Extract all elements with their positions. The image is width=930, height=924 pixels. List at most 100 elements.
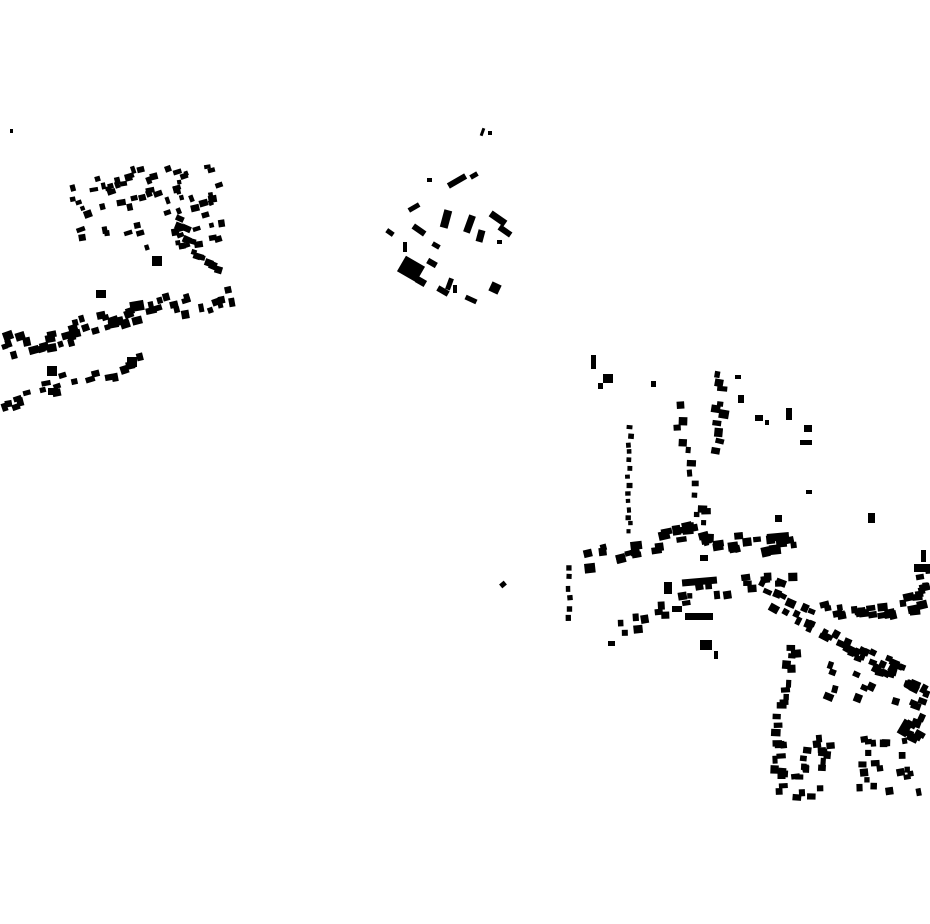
building [898,751,906,759]
building [96,290,106,298]
building [716,385,728,392]
building [823,750,832,760]
building [38,341,50,352]
building [385,228,395,237]
building [910,701,922,711]
building [149,172,159,181]
building [693,511,700,518]
building [632,613,640,622]
building [626,482,633,489]
building [214,181,224,189]
building [488,210,508,227]
building [784,597,797,609]
building [598,383,603,389]
building [172,185,181,194]
building [818,632,831,643]
buildings-layer [0,127,930,801]
building [396,255,426,283]
building [624,474,630,479]
building [747,584,757,593]
building [80,323,91,333]
building [868,513,875,523]
building [817,764,826,772]
building [914,728,926,739]
building [800,440,812,445]
building [626,424,633,430]
building [11,402,21,412]
building [922,582,929,588]
building [591,355,596,369]
building [915,573,925,581]
building [135,352,144,362]
building [10,129,13,133]
building [152,303,163,313]
building [152,189,164,198]
building [685,446,691,454]
building [78,233,87,242]
building [625,491,631,496]
building [686,459,697,467]
building [830,629,841,640]
building [497,240,502,244]
building [617,619,624,627]
building [865,604,876,612]
building [755,415,763,421]
building [126,203,134,212]
building [870,759,880,767]
building [651,381,656,387]
building [681,576,718,587]
building [697,530,710,541]
building [626,457,632,463]
building [806,490,812,494]
building [426,257,438,269]
building [826,633,834,642]
building [41,379,52,387]
building [678,438,688,447]
building [896,662,904,671]
building [28,344,40,356]
building [701,507,711,515]
building [121,318,130,325]
building [686,523,699,533]
building [565,585,571,592]
building [407,202,421,213]
building [71,318,79,327]
building [858,761,867,768]
building [775,515,782,522]
building [44,333,56,344]
building [621,629,628,636]
building [176,231,185,239]
building [914,564,930,572]
building [70,378,79,386]
building [52,382,62,390]
building [790,773,801,780]
building [625,498,631,504]
building [9,350,18,360]
building [790,541,797,549]
building [127,357,137,367]
building [603,374,613,383]
building [633,624,644,634]
building [628,520,633,526]
building [4,338,13,349]
building [874,667,886,678]
building [714,370,721,379]
building [192,252,202,261]
building [113,181,121,189]
building [876,764,884,772]
building [104,373,113,382]
building [82,209,93,219]
building [163,209,172,216]
building [207,167,216,174]
building [824,605,832,612]
building [211,296,224,307]
building [439,209,453,229]
building [710,446,721,455]
building [203,164,211,170]
building [99,202,106,211]
building [787,664,796,673]
building [657,601,665,610]
building [100,182,107,190]
building [901,737,908,745]
